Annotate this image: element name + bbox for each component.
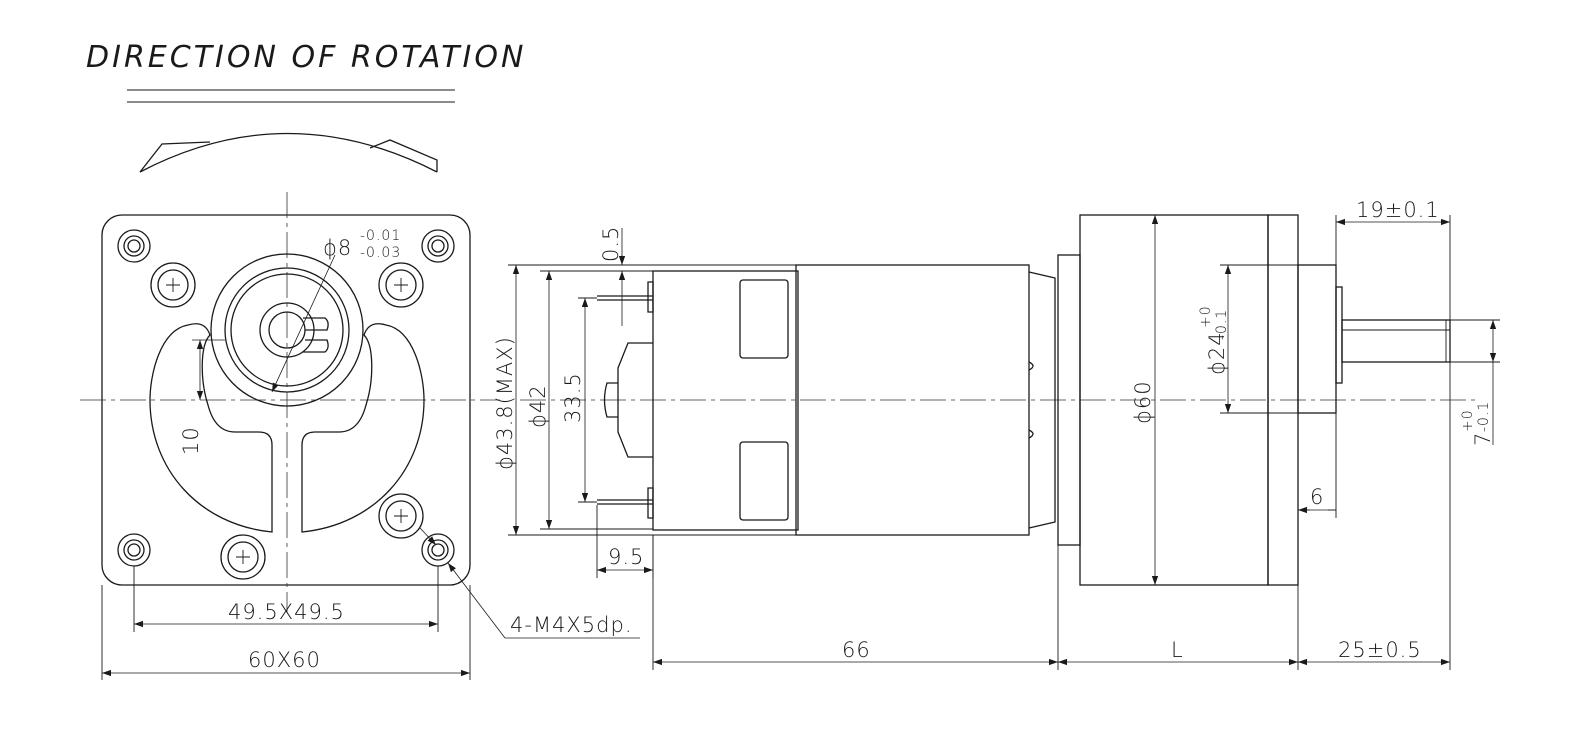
tapped-hole-icon — [117, 533, 151, 567]
dim-0-5-label: 0.5 — [599, 226, 623, 262]
boss-dia-label: ϕ24 — [1205, 331, 1229, 375]
dia-42-label: ϕ42 — [526, 384, 550, 428]
dim-6-label: 6 — [1310, 485, 1324, 509]
rotation-arrow-icon — [139, 132, 438, 173]
dim-9-5-label: 9.5 — [608, 545, 644, 569]
tapped-hole-icon — [421, 229, 455, 263]
screw-icon — [220, 534, 266, 580]
motor-endcap — [652, 270, 799, 531]
screw-icon — [378, 493, 424, 539]
dia-60-label: ϕ60 — [1131, 380, 1155, 424]
tapped-hole-icon — [117, 229, 151, 263]
offset-label: 10 — [179, 426, 203, 455]
hole-spacing-label: 49.5X49.5 — [228, 600, 345, 624]
tapped-hole-icon — [421, 533, 455, 567]
screw-icon — [150, 262, 196, 308]
shaft-tol-lower: -0.03 — [360, 245, 401, 261]
screw-icon — [378, 262, 424, 308]
shaft-dia-label: ϕ8 — [323, 236, 352, 260]
shaft-flat-tol-upper: +0 — [1460, 409, 1476, 432]
boss-tol-lower: -0.1 — [1214, 309, 1230, 340]
shaft-flat-tol-lower: -0.1 — [1476, 401, 1492, 432]
boss-tol-upper: +0 — [1198, 305, 1214, 328]
front-view: ϕ8 -0.01 -0.03 10 49.5X49.5 60X60 4-M4X5… — [80, 192, 640, 680]
motor-can — [795, 264, 1030, 536]
dim-L-label: L — [1171, 638, 1184, 662]
dim-33-5-label: 33.5 — [561, 372, 585, 423]
shaft-tol-upper: -0.01 — [360, 228, 401, 244]
crescent-slot — [149, 323, 273, 533]
shaft-flat-label: 7 — [1471, 432, 1495, 446]
flange-size-label: 60X60 — [248, 648, 321, 672]
side-view: ϕ43.8(MAX) ϕ42 33.5 0.5 9.5 66 ϕ60 L — [493, 198, 1500, 670]
dim-66-label: 66 — [842, 638, 871, 662]
title: DIRECTION OF ROTATION — [86, 40, 526, 75]
dia-max-label: ϕ43.8(MAX) — [493, 336, 517, 470]
tapped-holes-label: 4-M4X5dp. — [510, 613, 633, 637]
dim-19-label: 19±0.1 — [1356, 198, 1440, 222]
dim-25-label: 25±0.5 — [1338, 638, 1422, 662]
